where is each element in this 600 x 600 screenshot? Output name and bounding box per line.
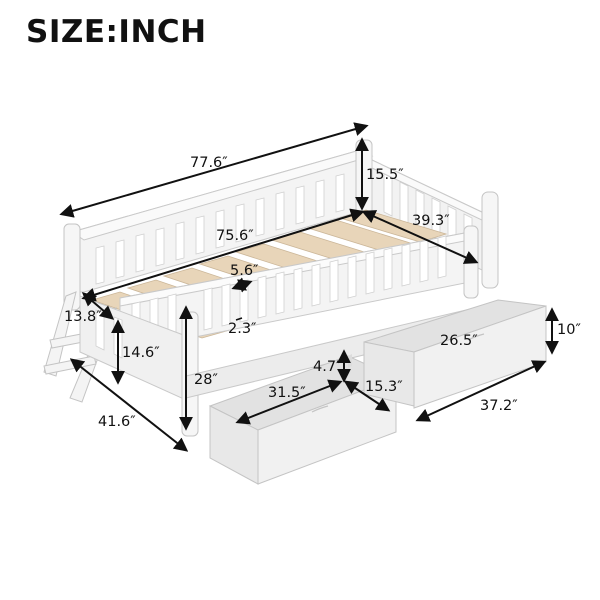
label-drawer-width-left: 15.3″ [365, 379, 403, 395]
label-rail-spacing: 2.3″ [228, 321, 257, 337]
label-overall-length: 77.6″ [190, 155, 228, 171]
label-drawer-height-right: 10″ [557, 322, 581, 338]
label-inner-width: 39.3″ [412, 213, 450, 229]
label-inner-length: 75.6″ [216, 228, 254, 244]
label-drawer-outer-length-right: 37.2″ [480, 398, 518, 414]
dimension-arrows [59, 122, 559, 452]
label-overall-width: 41.6″ [98, 414, 136, 430]
label-ladder-step-height: 14.6″ [122, 345, 160, 361]
label-drawer-inner-length-right: 26.5″ [440, 333, 478, 349]
label-drawer-inner-length-left: 31.5″ [268, 385, 306, 401]
label-drawer-depth-left: 4.7″ [313, 359, 342, 375]
page-title: SIZE:INCH [26, 14, 207, 50]
label-headboard-height: 15.5″ [366, 167, 404, 183]
label-ladder-width: 13.8″ [64, 309, 102, 325]
label-slat-spacing: 5.6″ [230, 263, 259, 279]
label-overall-height: 28″ [194, 372, 218, 388]
